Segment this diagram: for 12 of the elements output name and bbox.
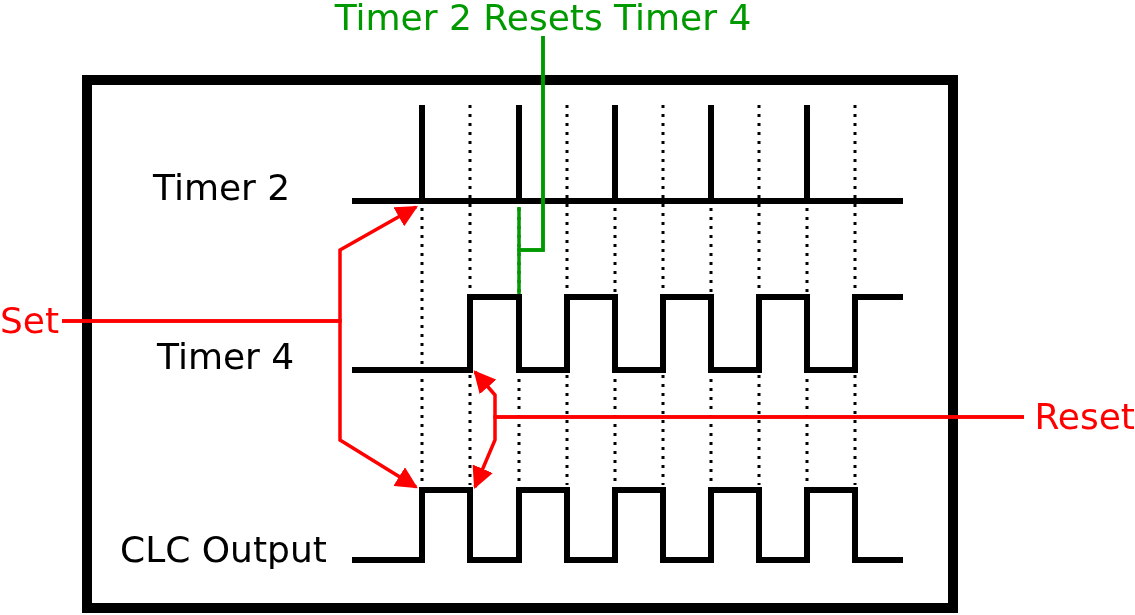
signal-waveform (352, 294, 903, 373)
signal-name: Timer 2 (153, 170, 291, 206)
callout-text: Set (0, 303, 60, 339)
signal-waveform (352, 487, 903, 563)
arrow (62, 319, 418, 489)
leader-line (517, 36, 545, 294)
callout-text: Timer 2 Resets Timer 4 (334, 0, 752, 36)
signal-name: CLC Output (120, 532, 327, 568)
arrow (472, 415, 1024, 489)
signal-waveform (352, 102, 903, 204)
signal-name: Timer 4 (157, 339, 295, 375)
callout-text: Reset (1034, 399, 1135, 435)
